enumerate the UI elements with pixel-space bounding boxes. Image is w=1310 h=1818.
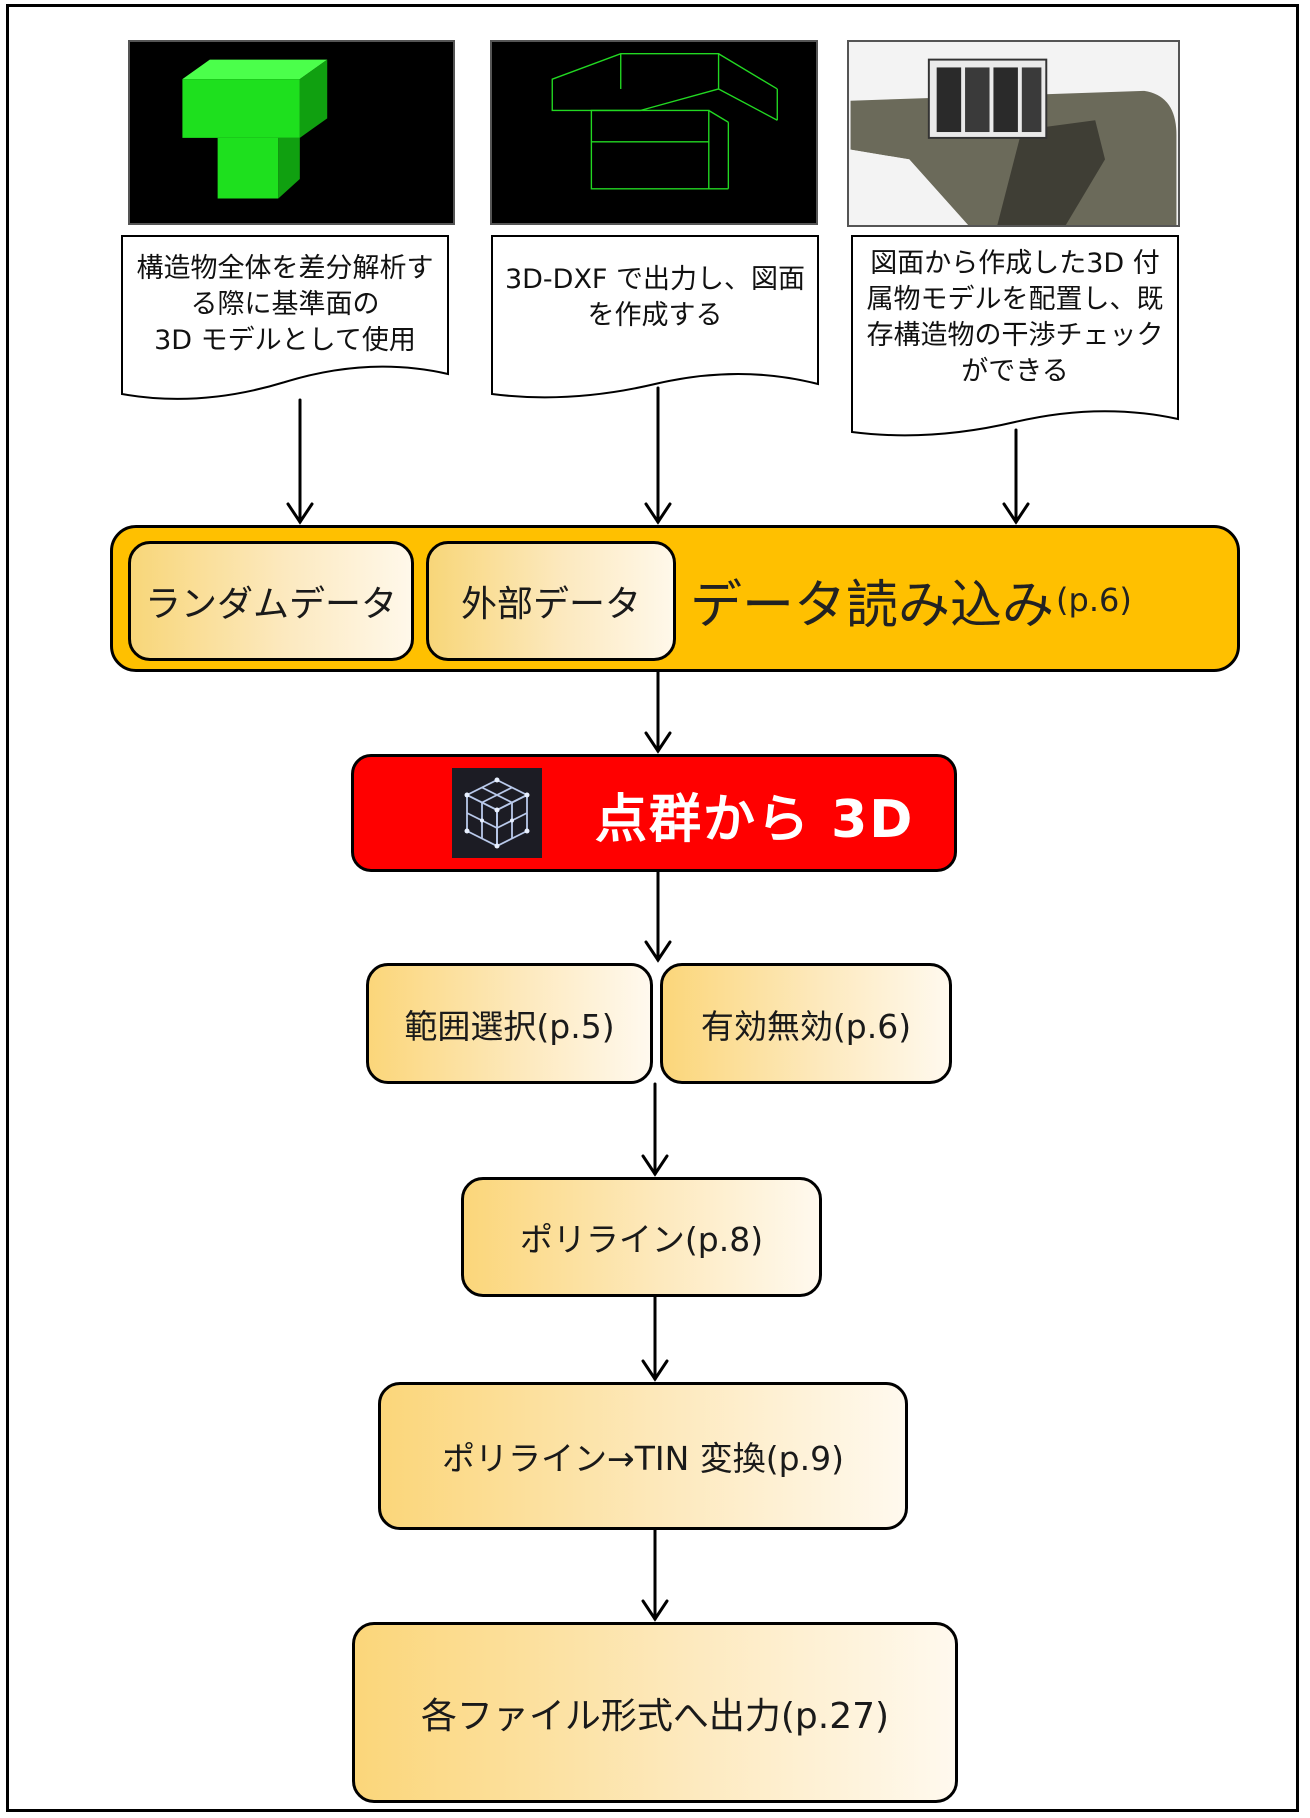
random-data-label: ランダムデータ [144,584,397,625]
export-label: 各ファイル形式へ出力(p.27) [420,1695,890,1737]
data-import-page-ref: (p.6) [1056,581,1132,619]
note-interference-check-text: 図面から作成した3D 付 属物モデルを配置し、既 存構造物の干渉チェック ができ… [866,248,1164,387]
note-dxf-drawing: 3D-DXF で出力し、図面 を作成する [490,234,820,399]
point-cloud-to-3d-title: 点群から 3D [595,789,915,850]
enable-disable-label: 有効無効(p.6) [700,1006,912,1046]
solid-model-thumbnail [128,40,455,225]
note-dxf-drawing-text: 3D-DXF で出力し、図面 を作成する [504,264,806,331]
external-data-button[interactable]: 外部データ [426,541,676,661]
data-import-title: データ読み込み(p.6) [690,560,1132,640]
enable-disable-step[interactable]: 有効無効(p.6) [660,963,952,1084]
export-step[interactable]: 各ファイル形式へ出力(p.27) [352,1622,958,1803]
polyline-step[interactable]: ポリライン(p.8) [461,1177,822,1297]
range-select-step[interactable]: 範囲選択(p.5) [366,963,653,1084]
note-reference-model: 構造物全体を差分解析す る際に基準面の 3D モデルとして使用 [120,234,450,400]
diagram-frame [6,4,1299,1812]
external-data-label: 外部データ [460,584,641,625]
point-cloud-interference-thumbnail [847,40,1180,227]
polyline-to-tin-label: ポリライン→TIN 変換(p.9) [442,1439,844,1478]
note-interference-check: 図面から作成した3D 付 属物モデルを配置し、既 存構造物の干渉チェック ができ… [850,234,1180,437]
random-data-button[interactable]: ランダムデータ [128,541,414,661]
point-cloud-cube-icon [452,768,542,858]
data-import-title-text: データ読み込み [690,575,1055,636]
polyline-label: ポリライン(p.8) [519,1220,764,1259]
polyline-to-tin-step[interactable]: ポリライン→TIN 変換(p.9) [378,1382,908,1530]
note-reference-model-text: 構造物全体を差分解析す る際に基準面の 3D モデルとして使用 [136,253,434,356]
range-select-label: 範囲選択(p.5) [404,1006,615,1046]
wireframe-model-thumbnail [490,40,818,225]
